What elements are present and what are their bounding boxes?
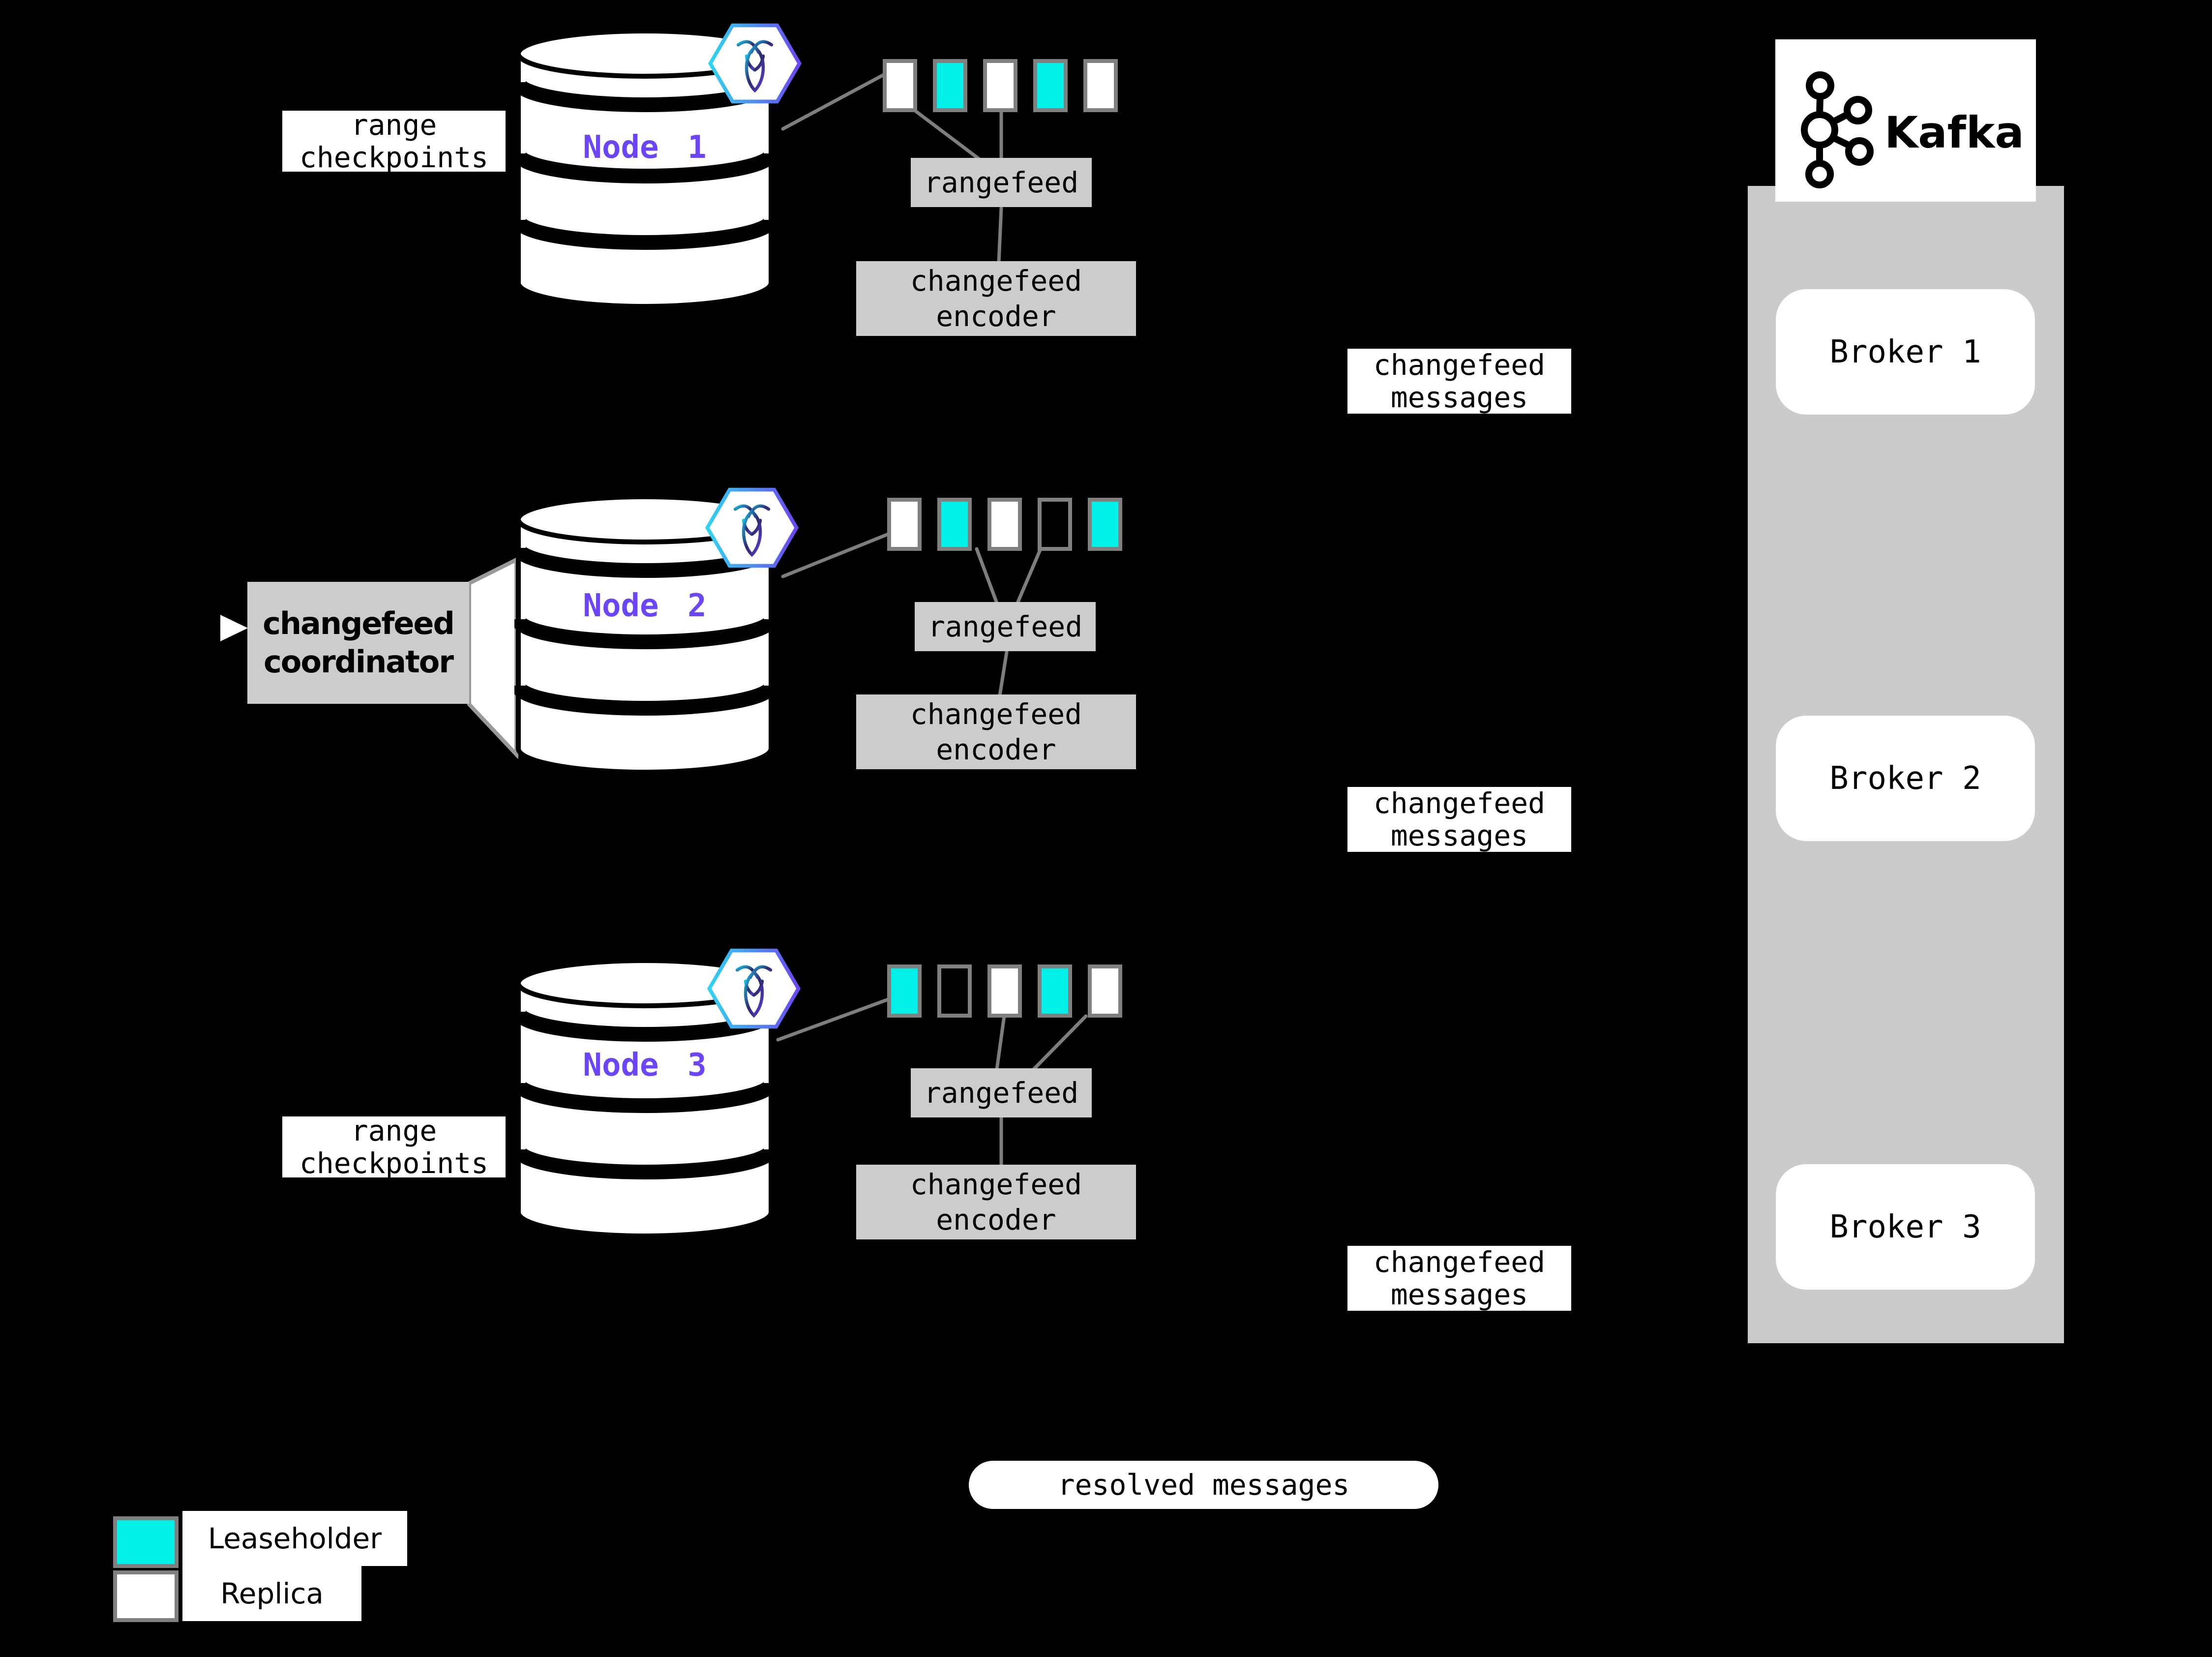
- arrowhead-into-broker1: [2057, 333, 2071, 351]
- range-square: [987, 964, 1022, 1018]
- cockroachdb-icon-node1: [708, 23, 802, 104]
- range-square: [1038, 498, 1072, 551]
- broker-2: Broker 2: [1776, 716, 2035, 841]
- cockroachdb-icon-node2: [705, 487, 799, 568]
- legend-replica-label: Replica: [182, 1566, 361, 1621]
- rangefeed-box-node3: rangefeed: [911, 1068, 1092, 1117]
- database-cylinder-node3: [514, 958, 775, 1238]
- rangefeed-box-node1: rangefeed: [911, 158, 1092, 207]
- changefeed-encoder-box-node2: changefeed encoder: [856, 694, 1136, 769]
- node3-label: Node 3: [583, 1047, 707, 1084]
- range-square: [1088, 964, 1122, 1018]
- changefeed-coordinator-label: changefeed coordinator: [247, 582, 469, 704]
- range-square: [983, 59, 1017, 112]
- range-square: [987, 498, 1022, 551]
- range-square: [1038, 964, 1072, 1018]
- node2-label: Node 2: [583, 588, 707, 624]
- node1-label: Node 1: [583, 129, 707, 166]
- range-square: [1083, 59, 1118, 112]
- range-square: [1033, 59, 1068, 112]
- arrowhead-into-coordinator: [220, 615, 248, 641]
- cockroachdb-icon-node3: [707, 948, 801, 1029]
- changefeed-messages-label-1: changefeed messages: [1347, 349, 1571, 414]
- range-square: [937, 498, 972, 551]
- range-square: [883, 59, 917, 112]
- rangefeed-box-node2: rangefeed: [915, 602, 1096, 651]
- legend-replica-swatch: [113, 1570, 179, 1622]
- range-square: [1088, 498, 1122, 551]
- changefeed-messages-label-2: changefeed messages: [1347, 787, 1571, 852]
- range-square: [937, 964, 972, 1018]
- range-checkpoints-label-node3: range checkpoints: [282, 1115, 506, 1179]
- changefeed-messages-label-3: changefeed messages: [1347, 1246, 1571, 1311]
- kafka-logo-icon: [1801, 71, 1874, 188]
- legend-leaseholder-label: Leaseholder: [182, 1511, 407, 1566]
- kafka-logo-text: Kafka: [1884, 107, 2024, 158]
- range-square: [933, 59, 967, 112]
- broker-3: Broker 3: [1776, 1164, 2035, 1290]
- legend-leaseholder-swatch: [113, 1516, 179, 1568]
- broker-1: Broker 1: [1776, 289, 2035, 415]
- range-square: [887, 964, 922, 1018]
- changefeed-encoder-box-node3: changefeed encoder: [856, 1165, 1136, 1239]
- range-square: [887, 498, 922, 551]
- coordinator-flag: [467, 556, 518, 758]
- changefeed-encoder-box-node1: changefeed encoder: [856, 261, 1136, 336]
- resolved-messages-pill: resolved messages: [969, 1461, 1438, 1509]
- range-checkpoints-label-node1: range checkpoints: [282, 109, 506, 174]
